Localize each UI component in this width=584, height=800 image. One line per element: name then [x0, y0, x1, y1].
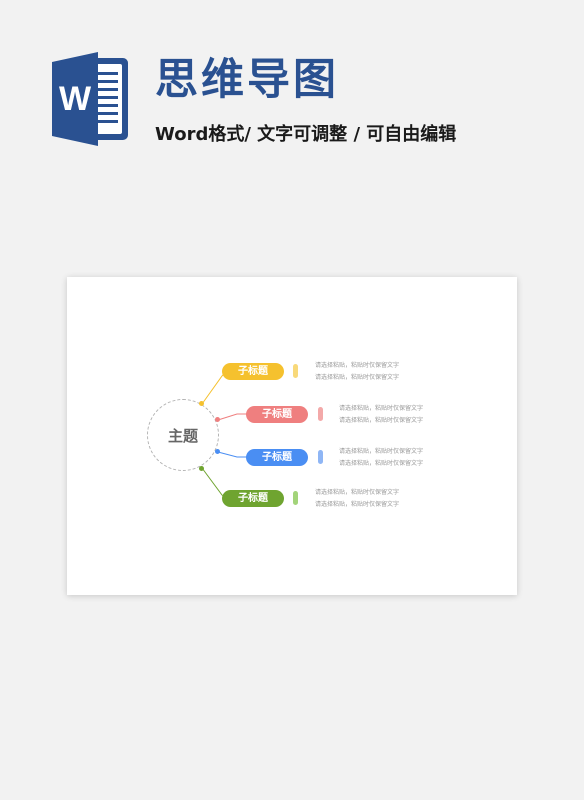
branch-4-accent-bar [293, 491, 298, 505]
document-preview-card: 主题 子标题 请选择粘贴，粘贴时仅保留文字 请选择粘贴，粘贴时仅保留文字 子标题… [67, 277, 517, 595]
branch-1-accent-bar [293, 364, 298, 378]
branch-1-desc-line-1: 请选择粘贴，粘贴时仅保留文字 [315, 362, 400, 369]
branch-3-accent-bar [318, 450, 323, 464]
page-subtitle: Word格式/ 文字可调整 / 可自由编辑 [155, 124, 457, 145]
branch-4-subtitle: 子标题 [222, 490, 284, 507]
branch-4-desc-line-2: 请选择粘贴，粘贴时仅保留文字 [315, 501, 400, 508]
branch-4-desc-line-1: 请选择粘贴，粘贴时仅保留文字 [315, 489, 400, 496]
branch-3-description: 请选择粘贴，粘贴时仅保留文字 请选择粘贴，粘贴时仅保留文字 [339, 446, 423, 470]
word-cover-icon [52, 52, 98, 146]
page-title: 思维导图 [155, 55, 339, 105]
branch-1-description: 请选择粘贴，粘贴时仅保留文字 请选择粘贴，粘贴时仅保留文字 [315, 360, 399, 384]
branch-2-subtitle: 子标题 [246, 406, 308, 423]
branch-1-desc-line-2: 请选择粘贴，粘贴时仅保留文字 [315, 374, 400, 381]
branch-2-desc-line-2: 请选择粘贴，粘贴时仅保留文字 [339, 417, 424, 424]
branch-2-desc-line-1: 请选择粘贴，粘贴时仅保留文字 [339, 405, 424, 412]
branch-4-dot [199, 466, 204, 471]
center-topic-node: 主题 [147, 399, 219, 471]
branch-2-dot [215, 417, 220, 422]
word-logo-letter: W [59, 80, 92, 118]
branch-3-desc-line-2: 请选择粘贴，粘贴时仅保留文字 [339, 460, 424, 467]
branch-3-dot [215, 449, 220, 454]
word-logo-icon: W [52, 52, 128, 146]
connector-branch-3 [217, 451, 247, 458]
connector-branch-2 [217, 413, 247, 421]
branch-2-description: 请选择粘贴，粘贴时仅保留文字 请选择粘贴，粘贴时仅保留文字 [339, 403, 423, 427]
mindmap-connectors [201, 370, 247, 499]
branch-2-accent-bar [318, 407, 323, 421]
branch-3-desc-line-1: 请选择粘贴，粘贴时仅保留文字 [339, 448, 424, 455]
branch-1-dot [199, 401, 204, 406]
branch-3-subtitle: 子标题 [246, 449, 308, 466]
branch-4-description: 请选择粘贴，粘贴时仅保留文字 请选择粘贴，粘贴时仅保留文字 [315, 487, 399, 511]
branch-1-subtitle: 子标题 [222, 363, 284, 380]
